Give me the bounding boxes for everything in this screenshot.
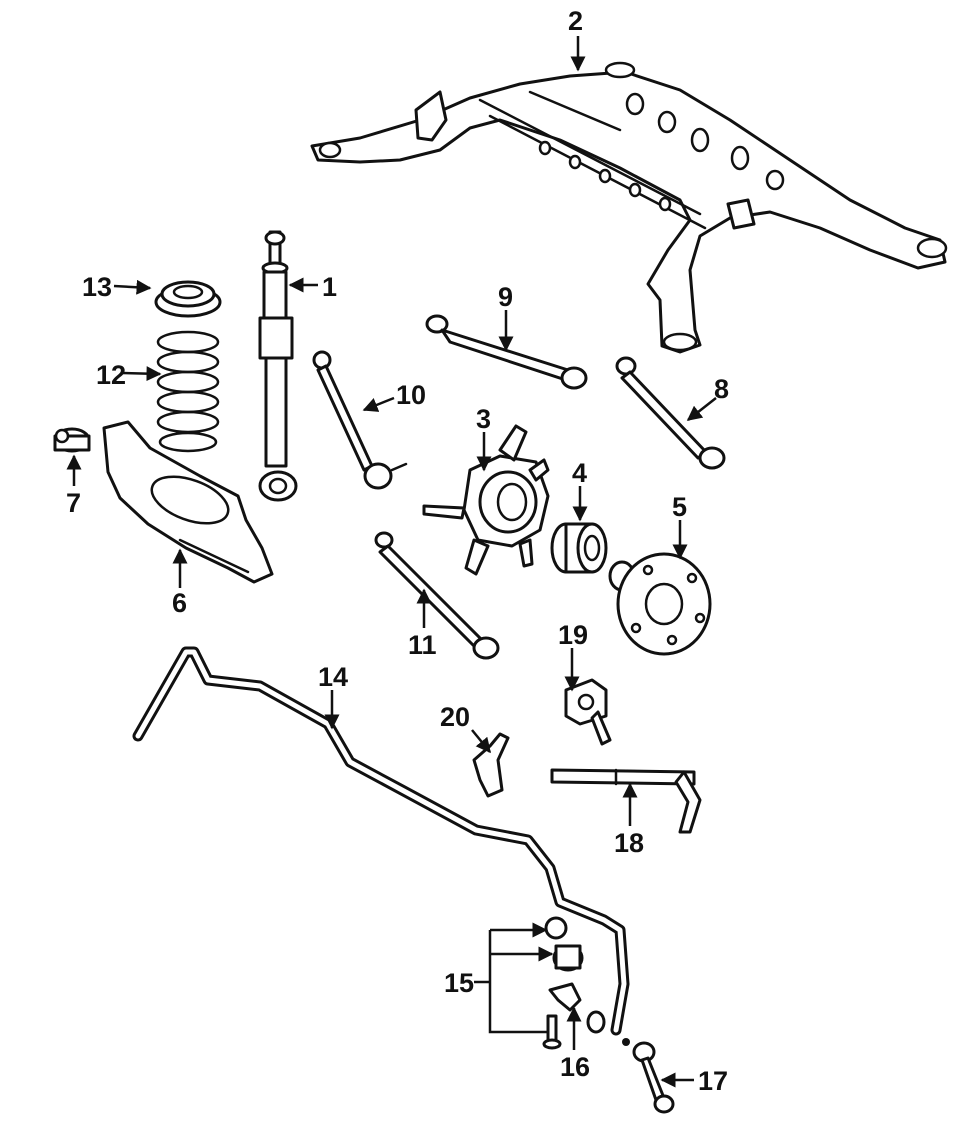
callout-17: 17 <box>698 1066 728 1096</box>
callout-8: 8 <box>714 374 729 404</box>
callout-5: 5 <box>672 492 687 522</box>
callout-7: 7 <box>66 488 81 518</box>
callout-1: 1 <box>322 272 337 302</box>
callout-11: 11 <box>408 630 437 660</box>
spring-seat-part <box>154 280 222 318</box>
toe-link-part <box>312 350 408 490</box>
callout-10: 10 <box>396 380 426 410</box>
callout-9: 9 <box>498 282 513 312</box>
bracket-part <box>472 732 510 798</box>
callout-labels: 2 1 13 12 7 6 10 9 8 3 4 5 11 19 20 18 1… <box>66 6 729 1096</box>
callout-13: 13 <box>82 272 112 302</box>
callout-18: 18 <box>614 828 644 858</box>
callout-4: 4 <box>572 458 587 488</box>
knuckle-part <box>422 424 550 576</box>
callout-3: 3 <box>476 404 491 434</box>
coil-spring-part <box>156 330 220 453</box>
callout-14: 14 <box>318 662 348 692</box>
callout-12: 12 <box>96 360 126 390</box>
bushing-part <box>53 427 91 453</box>
callout-16: 16 <box>560 1052 590 1082</box>
stabilizer-bar-part <box>132 646 630 1036</box>
mount-kit-part <box>542 916 606 1050</box>
shock-absorber-part <box>258 230 298 502</box>
subframe-part <box>310 61 948 354</box>
callout-2: 2 <box>568 6 583 36</box>
sensor-rod-part <box>550 768 702 834</box>
lower-control-arm-part <box>102 420 274 584</box>
end-link-part <box>622 1038 675 1114</box>
upper-link-part <box>425 314 588 390</box>
callout-6: 6 <box>172 588 187 618</box>
hub-part <box>608 552 712 656</box>
camber-link-part <box>615 356 726 470</box>
callout-15: 15 <box>444 968 474 998</box>
callout-19: 19 <box>558 620 588 650</box>
callout-20: 20 <box>440 702 470 732</box>
leader-lines <box>66 36 717 1088</box>
wheel-bearing-part <box>550 522 608 574</box>
